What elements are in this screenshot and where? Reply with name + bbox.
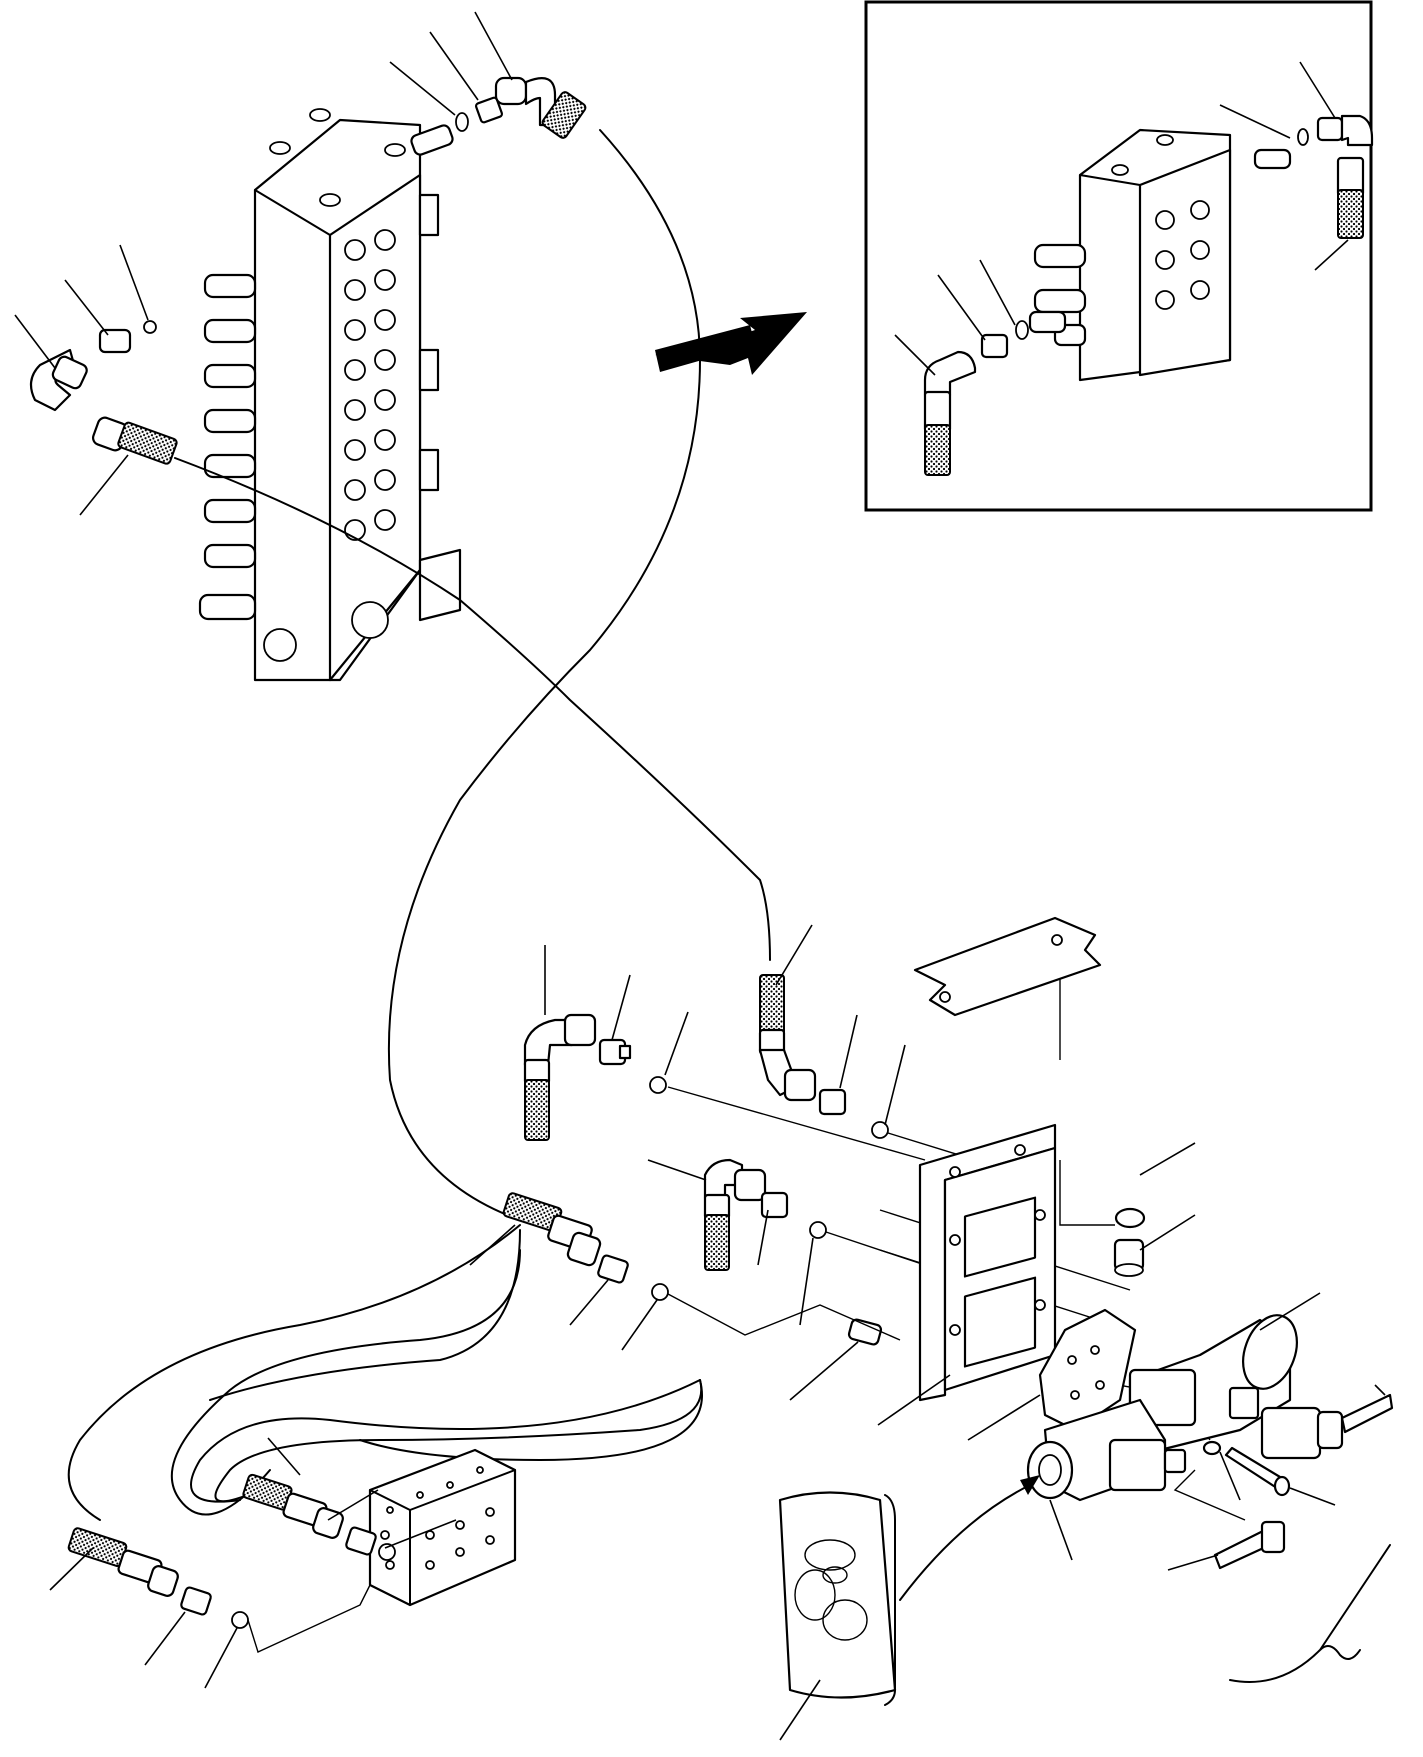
valve-left-fitting	[29, 320, 178, 465]
solenoid-valve	[1026, 1308, 1394, 1570]
hose-lines	[67, 129, 771, 1521]
control-valve-assembly	[198, 108, 462, 682]
valve-top-fitting	[410, 76, 587, 156]
seal-kit-bag	[778, 1475, 1040, 1706]
inset-detail-box	[864, 0, 1374, 512]
group-brace	[1229, 1544, 1391, 1683]
mount-bracket	[913, 916, 1146, 1402]
direction-arrow	[655, 312, 807, 375]
manifold-block	[368, 1448, 517, 1607]
callout-leader-lines	[14, 11, 1386, 1741]
upper-fittings-row	[502, 974, 889, 1346]
